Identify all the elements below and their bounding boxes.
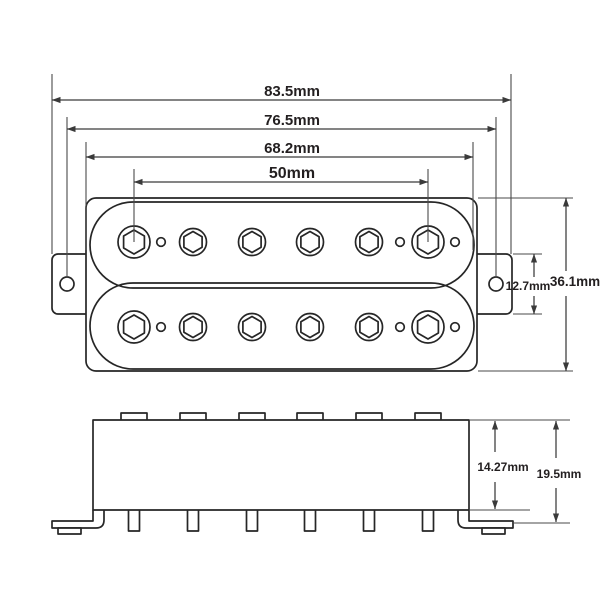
pole-pins [127,507,435,532]
dim-side-body-height: 14.27mm [469,419,570,511]
pole-bottom-pin [421,507,435,532]
dim-ear-height: 12.7mm [506,253,551,315]
pole-bottom-pin [186,507,200,532]
dim-ear-height-label: 12.7mm [506,279,551,293]
pole-piece [237,227,267,257]
flange-tab-right [481,527,506,535]
coil-top-fill [90,202,474,288]
coil-top [89,201,475,289]
pole-bottom-pin [303,507,317,532]
flange-tab-left [57,527,82,535]
coil-bottom-fill [90,283,474,369]
top-view [51,197,513,372]
pole-piece [295,227,325,257]
pole-piece [178,312,208,342]
mounting-flange-left [51,510,105,529]
mounting-hole-left [59,276,75,292]
dim-side-overall-height: 19.5mm [513,420,582,524]
dim-overall-width: 83.5mm [51,74,512,254]
pole-piece [178,227,208,257]
dim-pole-spacing: 50mm [133,165,429,242]
pole-piece [295,312,325,342]
small-hole [394,321,406,333]
pole-piece [237,312,267,342]
mounting-hole-right [488,276,504,292]
pole-bottom-pin [127,507,141,532]
dim-pole-spacing-label: 50mm [269,165,315,182]
pole-piece [117,310,151,344]
dim-overall-height-label: 36.1mm [550,274,600,289]
side-body [92,419,470,511]
mounting-flange-right [457,510,514,529]
dim-side-body-height-label: 14.27mm [477,460,528,474]
pole-piece [354,312,384,342]
small-hole [449,321,461,333]
dim-side-overall-height-label: 19.5mm [537,467,582,481]
pole-piece [411,310,445,344]
pole-bottom-pin [362,507,376,532]
small-hole [155,321,167,333]
dim-overall-width-label: 83.5mm [264,83,320,100]
coil-bottom [89,282,475,370]
dim-body-width-label: 68.2mm [264,140,320,157]
small-hole [394,236,406,248]
dim-overall-height: 36.1mm [478,197,600,372]
pole-bottom-pin [245,507,259,532]
side-view [51,412,514,535]
dim-hole-spacing-label: 76.5mm [264,112,320,129]
small-hole [155,236,167,248]
pole-piece [354,227,384,257]
dim-body-width: 68.2mm [85,140,474,250]
small-hole [449,236,461,248]
